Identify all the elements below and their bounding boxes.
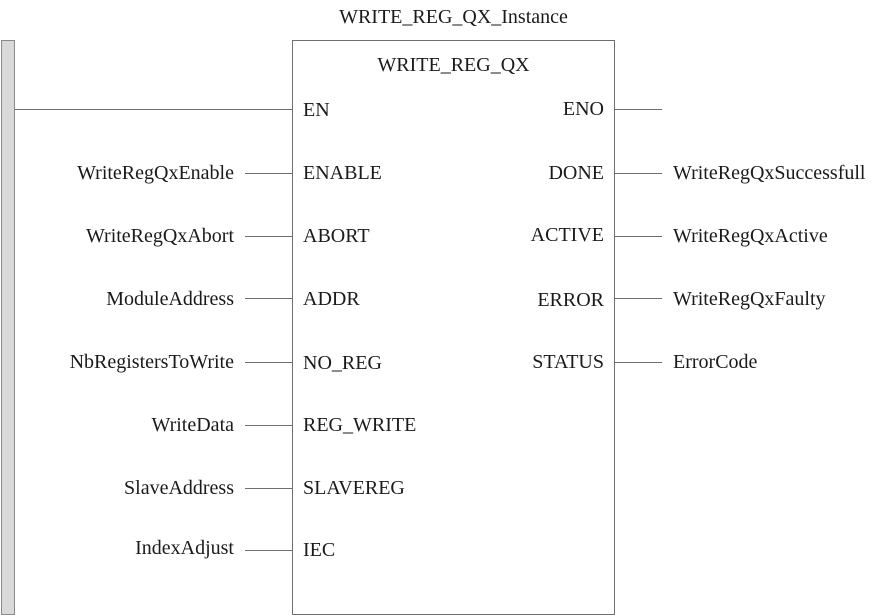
output-pin-done: DONE bbox=[548, 162, 604, 184]
output-pin-active: ACTIVE bbox=[530, 224, 604, 246]
input-variable-abort: WriteRegQxAbort bbox=[85, 225, 234, 247]
status-wire bbox=[615, 362, 662, 363]
input-pin-no-reg: NO_REG bbox=[303, 352, 382, 374]
output-pin-error: ERROR bbox=[537, 289, 604, 311]
input-pin-slavereg: SLAVEREG bbox=[303, 477, 405, 499]
input-variable-reg-write: WriteData bbox=[151, 414, 234, 436]
block-type-title: WRITE_REG_QX bbox=[377, 54, 530, 76]
input-variable-slavereg: SlaveAddress bbox=[124, 477, 234, 499]
input-variable-enable: WriteRegQxEnable bbox=[77, 162, 234, 184]
reg-write-wire bbox=[245, 425, 292, 426]
output-pin-status: STATUS bbox=[532, 351, 604, 373]
input-pin-abort: ABORT bbox=[303, 225, 370, 247]
active-wire bbox=[615, 236, 662, 237]
input-variable-iec: IndexAdjust bbox=[135, 537, 234, 559]
abort-wire bbox=[245, 236, 292, 237]
power-rail bbox=[1, 40, 15, 615]
function-block bbox=[292, 40, 615, 615]
input-variable-no-reg: NbRegistersToWrite bbox=[69, 351, 234, 373]
output-variable-error: WriteRegQxFaulty bbox=[673, 288, 826, 310]
input-pin-addr: ADDR bbox=[303, 288, 360, 310]
output-variable-done: WriteRegQxSuccessfull bbox=[673, 162, 866, 184]
error-wire bbox=[615, 298, 662, 299]
en-wire bbox=[15, 109, 292, 110]
instance-name: WRITE_REG_QX_Instance bbox=[339, 6, 568, 28]
addr-wire bbox=[245, 298, 292, 299]
iec-wire bbox=[245, 550, 292, 551]
output-pin-eno: ENO bbox=[562, 98, 604, 120]
eno-wire bbox=[615, 109, 662, 110]
slavereg-wire bbox=[245, 488, 292, 489]
input-pin-reg-write: REG_WRITE bbox=[303, 414, 417, 436]
input-pin-enable: ENABLE bbox=[303, 162, 382, 184]
enable-wire bbox=[245, 173, 292, 174]
output-variable-active: WriteRegQxActive bbox=[673, 225, 828, 247]
input-pin-en: EN bbox=[303, 99, 330, 121]
no-reg-wire bbox=[245, 362, 292, 363]
done-wire bbox=[615, 173, 662, 174]
output-variable-status: ErrorCode bbox=[673, 351, 758, 373]
input-variable-addr: ModuleAddress bbox=[106, 288, 234, 310]
input-pin-iec: IEC bbox=[303, 539, 336, 561]
